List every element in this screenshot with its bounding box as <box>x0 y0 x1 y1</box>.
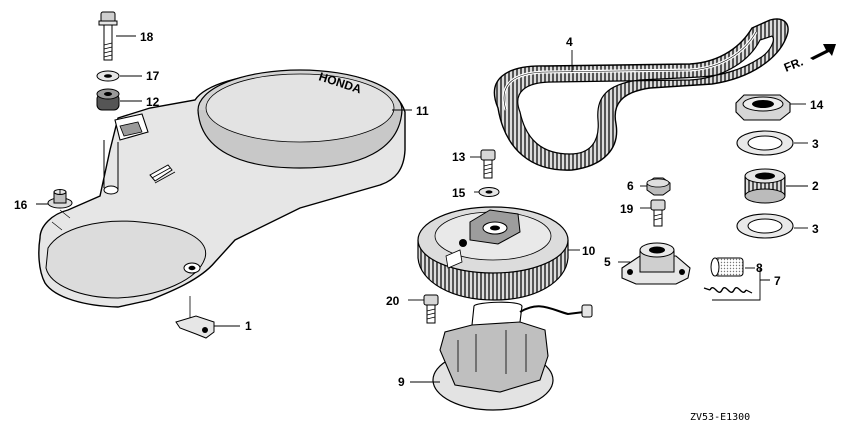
callout-10: 10 <box>582 244 596 258</box>
callout-1: 1 <box>245 319 252 333</box>
washer-15 <box>478 187 500 197</box>
callout-16: 16 <box>14 198 28 212</box>
timing-belt-cover: HONDA <box>38 69 406 308</box>
callout-5: 5 <box>604 255 611 269</box>
grommet-12 <box>96 88 120 111</box>
callout-18: 18 <box>140 30 154 44</box>
callout-20: 20 <box>386 294 400 308</box>
callout-14: 14 <box>810 98 824 112</box>
front-direction-arrow: FR. <box>782 44 836 75</box>
grommet-16 <box>47 189 73 209</box>
callout-13: 13 <box>452 150 466 164</box>
bolt-6 <box>646 177 671 196</box>
callout-2: 2 <box>812 179 819 193</box>
callout-17: 17 <box>146 69 160 83</box>
bolt-19 <box>650 199 666 227</box>
callout-9: 9 <box>398 375 405 389</box>
pulley-flange-3-lower <box>736 213 794 239</box>
front-arrow-icon <box>810 44 836 60</box>
front-direction-label: FR. <box>782 55 805 75</box>
pulser-coil-9 <box>432 301 593 411</box>
belt-tensioner-5 <box>621 242 691 285</box>
leader-lines <box>36 35 808 383</box>
pulley-flange-3-upper <box>736 130 794 156</box>
callout-11: 11 <box>416 104 429 118</box>
tensioner-spring <box>703 287 753 294</box>
callout-12: 12 <box>146 95 160 109</box>
drawing-code: ZV53-E1300 <box>690 412 750 423</box>
callout-4: 4 <box>566 35 573 49</box>
bolt-13 <box>480 149 496 179</box>
callout-numbers: 1 2 3 3 4 5 6 7 8 9 10 11 12 13 14 15 16… <box>14 30 824 389</box>
callout-8: 8 <box>756 261 763 275</box>
callout-3-upper: 3 <box>812 137 819 151</box>
crankshaft-pulley-2 <box>744 168 786 204</box>
callout-15: 15 <box>452 186 466 200</box>
tensioner-collar-8 <box>710 257 744 277</box>
bolt-20 <box>423 294 439 324</box>
callout-19: 19 <box>620 202 634 216</box>
callout-7: 7 <box>774 274 781 288</box>
bolt-18 <box>98 11 118 61</box>
callout-3-lower: 3 <box>812 222 819 236</box>
camshaft-pulley-10 <box>417 206 569 301</box>
timing-belt-4 <box>493 18 789 171</box>
clip-1 <box>175 296 215 339</box>
callout-6: 6 <box>627 179 634 193</box>
lock-nut-14 <box>735 94 791 121</box>
washer-17 <box>96 70 120 82</box>
